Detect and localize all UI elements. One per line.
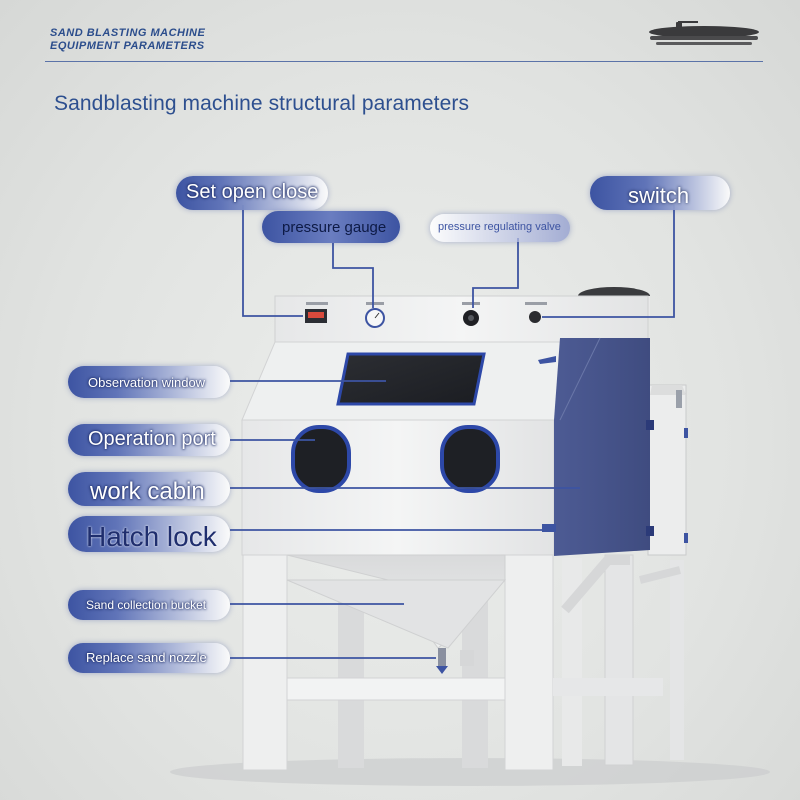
callout-work-cabin: work cabin [90, 478, 205, 505]
operation-port-right [440, 425, 500, 493]
side-door [554, 338, 650, 556]
callout-sand-collection-bucket: Sand collection bucket [86, 598, 207, 612]
callout-pill-operation-port [68, 424, 230, 456]
callout-pressure-gauge: pressure gauge [282, 219, 387, 236]
callout-pill-replace-sand-nozzle [68, 643, 230, 673]
callout-operation-port: Operation port [88, 428, 216, 450]
callout-observation-window: Observation window [88, 375, 206, 390]
callout-pill-pressure-gauge [262, 211, 400, 243]
callout-pill-hatch-lock [68, 516, 230, 552]
callout-pressure-regulating-valve: pressure regulating valve [438, 221, 561, 233]
header-divider [45, 61, 763, 62]
bottom-shelf [286, 677, 506, 701]
power-switch-knob [529, 311, 541, 323]
brand-logo-icon [649, 21, 759, 45]
callout-pill-switch [590, 176, 730, 210]
header-line-1: SAND BLASTING MACHINE [50, 27, 206, 39]
sand-nozzle [438, 648, 446, 666]
side-cylinder [647, 384, 687, 556]
callout-pill-sand-collection-bucket [68, 590, 230, 620]
callout-pill-observation-window [68, 366, 230, 398]
callout-hatch-lock: Hatch lock [86, 521, 217, 552]
stand-leg-front-left [242, 554, 288, 771]
observation-window [336, 352, 486, 406]
callout-set-open-close: Set open close [186, 181, 319, 203]
leader-lines [230, 205, 675, 659]
stand-leg-back-right [604, 554, 634, 766]
callout-pill-work-cabin [68, 472, 230, 506]
page-title: Sandblasting machine structural paramete… [54, 92, 470, 115]
callout-replace-sand-nozzle: Replace sand nozzle [86, 650, 207, 665]
hatch-lock [542, 524, 556, 532]
callout-switch: switch [628, 183, 690, 208]
stand-leg-front-right [504, 554, 554, 771]
header-line-2: EQUIPMENT PARAMETERS [50, 40, 205, 52]
control-panel [274, 295, 649, 343]
callout-pill-set-open-close [176, 176, 328, 210]
operation-port-left [291, 425, 351, 493]
callout-pill-pressure-regulating-valve [430, 214, 570, 242]
